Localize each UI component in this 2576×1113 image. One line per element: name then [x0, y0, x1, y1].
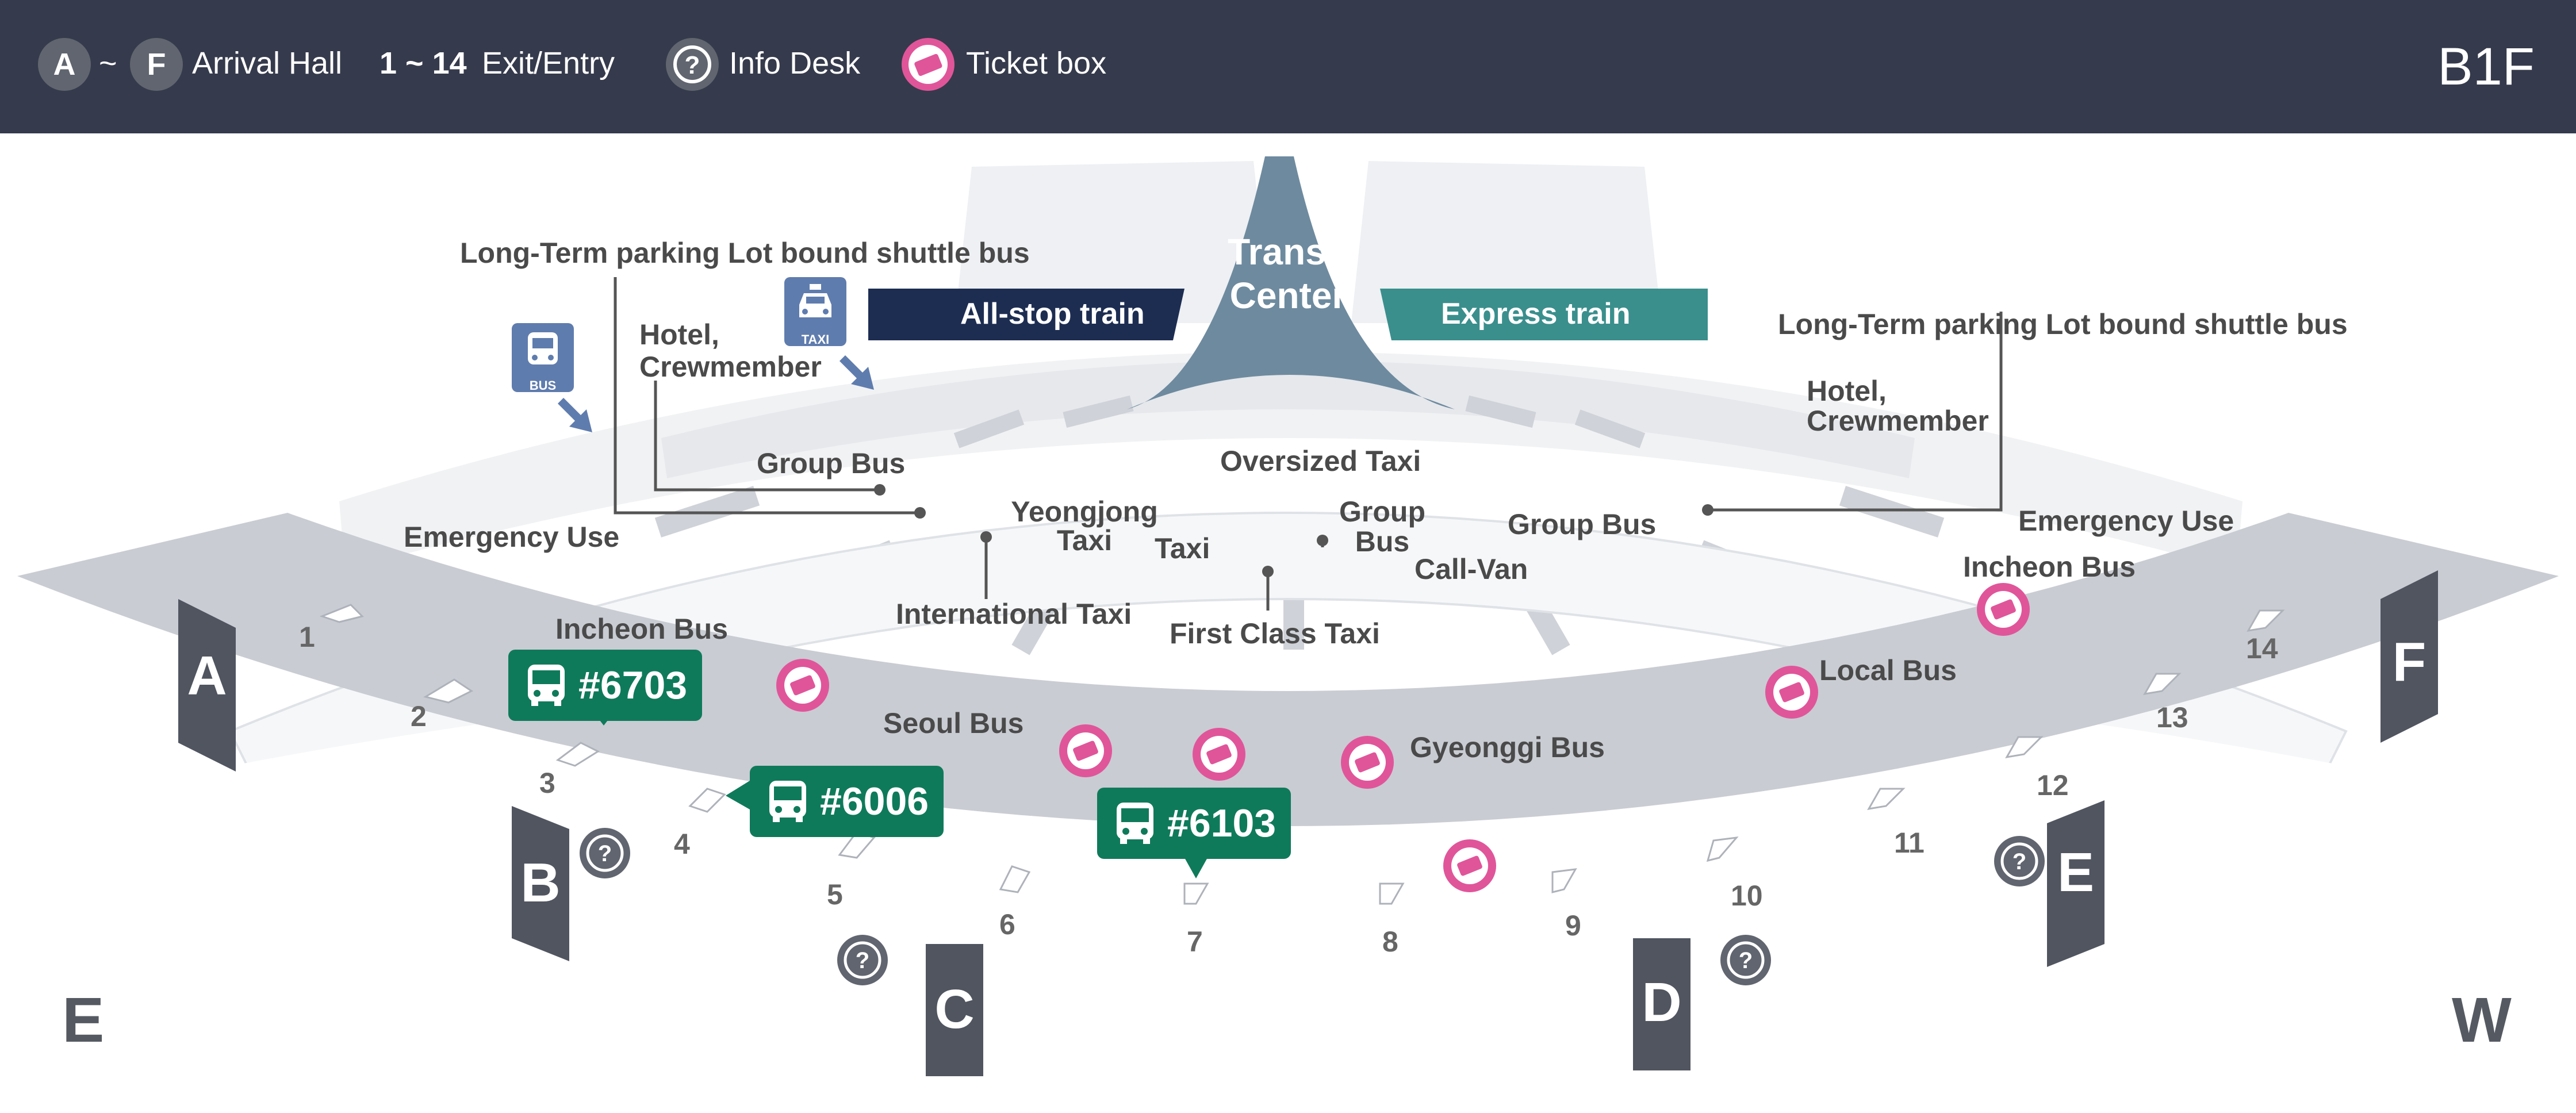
shuttle-bus-left-label: Long-Term parking Lot bound shuttle bus: [460, 237, 1030, 269]
terminal-map: ? ? ? ?: [17, 156, 2559, 1076]
bus-icon: [528, 665, 565, 706]
taxi-icon: [799, 284, 831, 317]
arrival-hall-label: Arrival Hall: [192, 46, 343, 80]
hotel-crew-right-line1: Hotel,: [1807, 375, 1887, 407]
transit-center-title: Transit Center: [1173, 230, 1403, 317]
all-stop-train-label: All-stop train: [960, 297, 1145, 331]
group-bus-left-label: Group Bus: [757, 447, 906, 479]
oversized-taxi-label: Oversized Taxi: [1220, 445, 1421, 477]
terminal-floor-band: [17, 513, 2559, 826]
direction-east: E: [62, 985, 105, 1056]
bus-tag-6103[interactable]: #6103: [1097, 788, 1291, 859]
direction-west: W: [2452, 985, 2512, 1056]
ticket-icon: [902, 38, 954, 91]
emergency-use-right-label: Emergency Use: [2018, 505, 2234, 537]
bus-icon: [528, 332, 558, 364]
bus-tag-6006[interactable]: #6006: [750, 766, 944, 837]
taxi-label: Taxi: [1155, 532, 1210, 565]
exit-5: 5: [827, 878, 843, 911]
bus-tag-6703[interactable]: #6703: [508, 650, 703, 721]
arrow-down-right-icon: [558, 398, 592, 432]
taxi-stand-sign: TAXI: [784, 277, 846, 347]
express-train-banner: [1380, 289, 1708, 340]
yeongjong-taxi-line2: Taxi: [1056, 524, 1113, 556]
transit-center-line1: Transit: [1228, 231, 1348, 273]
gyeonggi-bus-label: Gyeonggi Bus: [1410, 731, 1605, 763]
hall-range-tilde: ~: [99, 46, 117, 80]
svg-text:?: ?: [685, 51, 700, 79]
info-desk-label: Info Desk: [729, 46, 861, 80]
arrow-down-right-icon: [839, 355, 874, 390]
hotel-crew-left-line1: Hotel,: [639, 318, 719, 351]
local-bus-label: Local Bus: [1819, 654, 1957, 686]
question-icon: ?: [666, 38, 719, 91]
exit-13: 13: [2156, 701, 2188, 734]
hall-b-marker: B: [520, 852, 561, 914]
call-van-label: Call-Van: [1414, 553, 1528, 585]
lane-zone-inner: [661, 360, 1915, 478]
ticket-box-label: Ticket box: [966, 46, 1107, 80]
first-class-taxi-label: First Class Taxi: [1170, 617, 1380, 650]
hall-d-marker: D: [1642, 972, 1682, 1033]
leader-dots: [874, 484, 1713, 577]
group-bus-mid-line2: Bus: [1355, 525, 1410, 558]
info-desk-markers: ? ? ? ?: [580, 828, 2045, 985]
hotel-crew-right-line2: Crewmember: [1807, 405, 1989, 437]
international-taxi-label: International Taxi: [896, 598, 1132, 630]
group-bus-right-label: Group Bus: [1508, 508, 1657, 540]
background-building-right: [1351, 161, 1662, 323]
transit-center-shape: [1127, 156, 1455, 409]
hall-a-legend-icon: A: [38, 38, 91, 91]
hall-markers: [178, 570, 2438, 1076]
express-train-label: Express train: [1441, 297, 1631, 331]
incheon-bus-right-label: Incheon Bus: [1963, 551, 2136, 583]
bus-icon: [1117, 803, 1153, 844]
hall-c-marker: C: [934, 978, 975, 1040]
exit-range: 1 ~ 14: [379, 46, 467, 80]
exit-3: 3: [539, 767, 555, 799]
exit-10: 10: [1731, 880, 1763, 912]
hall-f-marker: F: [2392, 631, 2426, 693]
svg-text:?: ?: [598, 841, 612, 866]
ticket-box-markers: [776, 583, 2030, 892]
leader-lines: [614, 277, 2003, 611]
bus-icon: [769, 781, 806, 822]
bus-tag-number: #6703: [578, 663, 688, 707]
exit-8: 8: [1382, 926, 1398, 958]
transit-center-line2: Center: [1229, 275, 1347, 316]
floor-label: B1F: [2437, 37, 2535, 96]
bus-tag-number: #6103: [1167, 801, 1276, 845]
background-building-left: [954, 161, 1271, 323]
hall-e-marker: E: [2057, 842, 2095, 903]
exit-14: 14: [2246, 632, 2278, 665]
exit-9: 9: [1565, 909, 1581, 942]
bus-stop-sign: BUS: [512, 323, 574, 393]
group-bus-mid-line1: Group: [1339, 496, 1425, 528]
bus-icon-text: BUS: [529, 378, 557, 393]
svg-text:?: ?: [856, 948, 869, 973]
exit-1: 1: [299, 621, 315, 653]
exit-11: 11: [1894, 827, 1925, 859]
exit-7: 7: [1187, 926, 1203, 958]
exit-4: 4: [674, 828, 690, 860]
bus-tag-number: #6006: [820, 780, 929, 823]
seoul-bus-label: Seoul Bus: [883, 707, 1024, 739]
hall-f-legend-icon: F: [130, 38, 183, 91]
hotel-crew-left-line2: Crewmember: [639, 351, 822, 383]
yeongjong-taxi-line1: Yeongjong: [1011, 496, 1158, 528]
emergency-use-left-label: Emergency Use: [404, 521, 620, 553]
exit-arrows: [319, 604, 2285, 905]
svg-text:?: ?: [1739, 948, 1753, 973]
exit-entry-label: Exit/Entry: [482, 46, 615, 80]
all-stop-train-banner: [868, 289, 1184, 340]
hall-a-marker: A: [187, 645, 227, 707]
exit-2: 2: [411, 700, 427, 732]
legend-header: A ~ F Arrival Hall 1 ~ 14 Exit/Entry ? I…: [0, 0, 2576, 133]
shuttle-bus-right-label: Long-Term parking Lot bound shuttle bus: [1778, 308, 2348, 340]
incheon-bus-left-label: Incheon Bus: [555, 613, 729, 645]
svg-text:?: ?: [2012, 849, 2026, 874]
taxi-icon-text: TAXI: [801, 332, 830, 347]
exit-12: 12: [2037, 769, 2069, 801]
exit-6: 6: [999, 908, 1015, 941]
